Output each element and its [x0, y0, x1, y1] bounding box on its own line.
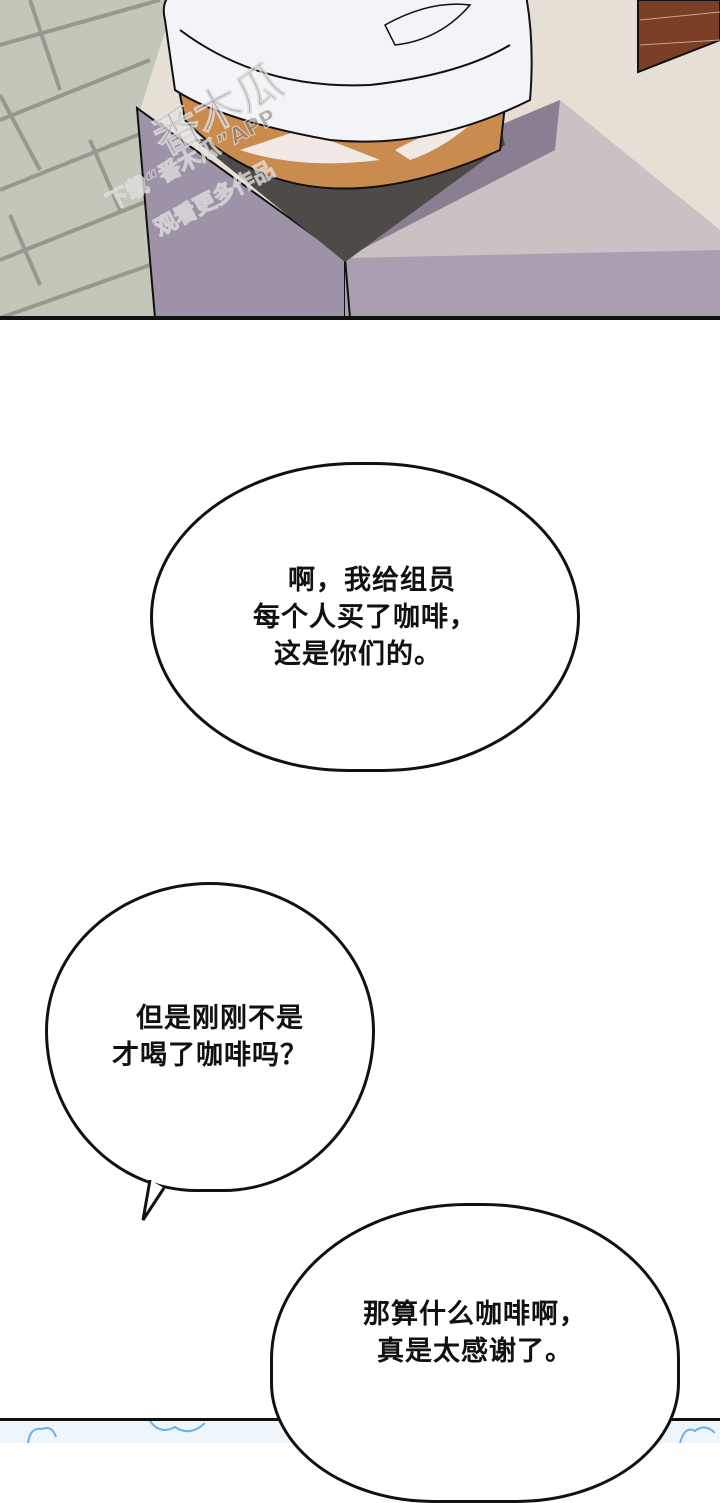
speech-bubble-3: 那算什么咖啡啊， 真是太感谢了。 [270, 1203, 680, 1503]
bubble-line: 那算什么咖啡啊， [363, 1299, 587, 1330]
speech-bubble-3-text: 那算什么咖啡啊， 真是太感谢了。 [363, 1296, 587, 1370]
bubble-line: 才喝了咖啡吗？ [112, 1040, 308, 1071]
panel-divider [0, 316, 720, 320]
bubble-line: 但是刚刚不是 [136, 1003, 304, 1034]
bubble-line: 啊，我给组员 [288, 564, 456, 596]
cloud-decoration-icon [27, 1421, 716, 1443]
speech-bubble-2-text: 但是刚刚不是 才喝了咖啡吗？ [112, 1000, 308, 1074]
speech-bubble-1-text: 啊，我给组员 每个人买了咖啡， 这是你们的。 [253, 562, 477, 673]
speech-bubble-2: 但是刚刚不是 才喝了咖啡吗？ [45, 882, 375, 1192]
bubble-line: 这是你们的。 [274, 638, 442, 670]
coffee-cup-illustration [0, 0, 720, 318]
comic-panel-top: 番木瓜 下载“番木瓜”APP 观看更多作品 [0, 0, 720, 318]
speech-bubble-1: 啊，我给组员 每个人买了咖啡， 这是你们的。 [150, 462, 580, 772]
bubble-line: 每个人买了咖啡， [253, 601, 477, 633]
speech-bubble-2-tail [141, 1180, 166, 1221]
bubble-line: 真是太感谢了。 [377, 1336, 573, 1367]
